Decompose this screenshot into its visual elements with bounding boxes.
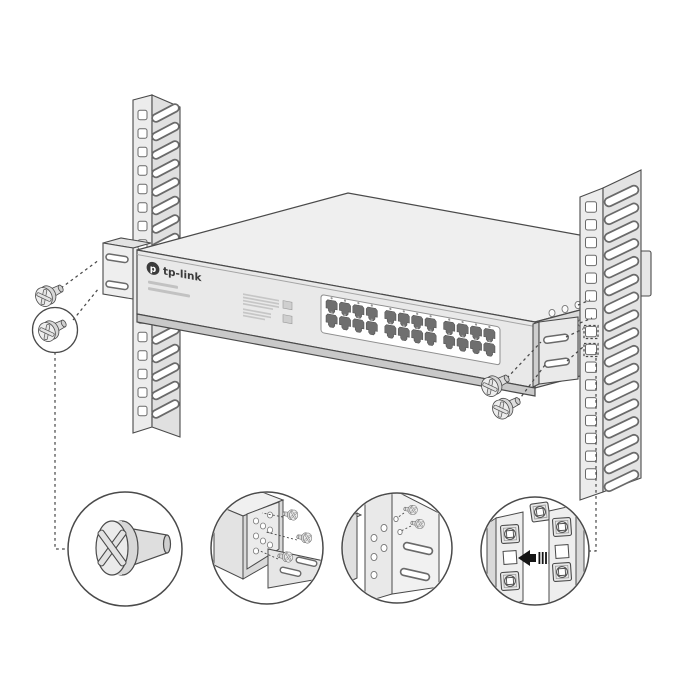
right-bracket-return <box>532 321 540 388</box>
leader-screw4-to-slot <box>517 364 546 402</box>
cage-nut-icon <box>499 570 521 592</box>
detail-circle-screw <box>67 491 183 607</box>
right-bracket-slots <box>543 333 570 368</box>
leader-screw2-to-slot <box>72 287 100 321</box>
bracket-flange <box>364 494 393 602</box>
detail-circle-cage-nut <box>480 496 590 606</box>
switch-chassis: p tp-link <box>136 192 641 397</box>
phillips-cross-icon <box>97 529 127 567</box>
leader-sidehole-2 <box>579 317 593 324</box>
screw-left-upper <box>31 278 68 310</box>
leader-screw1-to-slot <box>60 259 100 289</box>
left-bracket-plate <box>102 242 134 300</box>
screws <box>31 278 525 423</box>
model-text-bars <box>148 280 190 298</box>
port-panel <box>320 294 501 366</box>
cage-nut-icon <box>551 516 573 538</box>
screw-left-lower <box>34 313 71 345</box>
cage-nut-position-marker <box>583 324 599 340</box>
detail-circles <box>67 491 590 607</box>
leader-to-cage-nut-detail <box>589 352 597 552</box>
switch-front-panel: p tp-link <box>146 261 501 366</box>
leader-screw3-to-slot <box>506 341 542 379</box>
right-bracket-plate <box>538 316 579 385</box>
cert-mark-icon <box>282 314 293 325</box>
empty-square-hole <box>554 544 570 559</box>
left-mounting-bracket <box>102 237 152 300</box>
screw-detail-tip <box>162 534 172 554</box>
detail-circle-bracket-attach <box>210 491 324 605</box>
cage-nut-icon <box>499 523 521 545</box>
logo-monogram: p <box>150 264 157 275</box>
empty-square-hole <box>502 550 518 565</box>
tp-link-logo-icon <box>146 261 160 275</box>
cert-mark-icon <box>282 300 293 311</box>
cage-nut-position-marker <box>583 342 599 358</box>
right-rail-slot-grid <box>603 184 640 493</box>
leader-to-screw-detail <box>54 352 68 550</box>
port-led-dots <box>330 297 491 343</box>
front-top-bevel <box>136 254 536 327</box>
certification-label <box>243 293 293 325</box>
switch-bottom-sliver <box>136 313 536 397</box>
screw-highlight-circle <box>31 306 79 354</box>
cage-nut-icon-floating <box>529 501 551 523</box>
leader-sidehole-1 <box>577 299 591 306</box>
right-rack-rail <box>579 169 642 501</box>
callout-dashed-lines <box>54 259 599 552</box>
detail-circle-bracket-holes <box>341 492 453 604</box>
cage-nut-icon <box>551 561 573 583</box>
bracket-ear <box>267 548 322 589</box>
right-rail-hole-grid <box>585 201 597 480</box>
left-bracket-slots <box>105 253 129 291</box>
right-mounting-bracket <box>532 316 579 388</box>
